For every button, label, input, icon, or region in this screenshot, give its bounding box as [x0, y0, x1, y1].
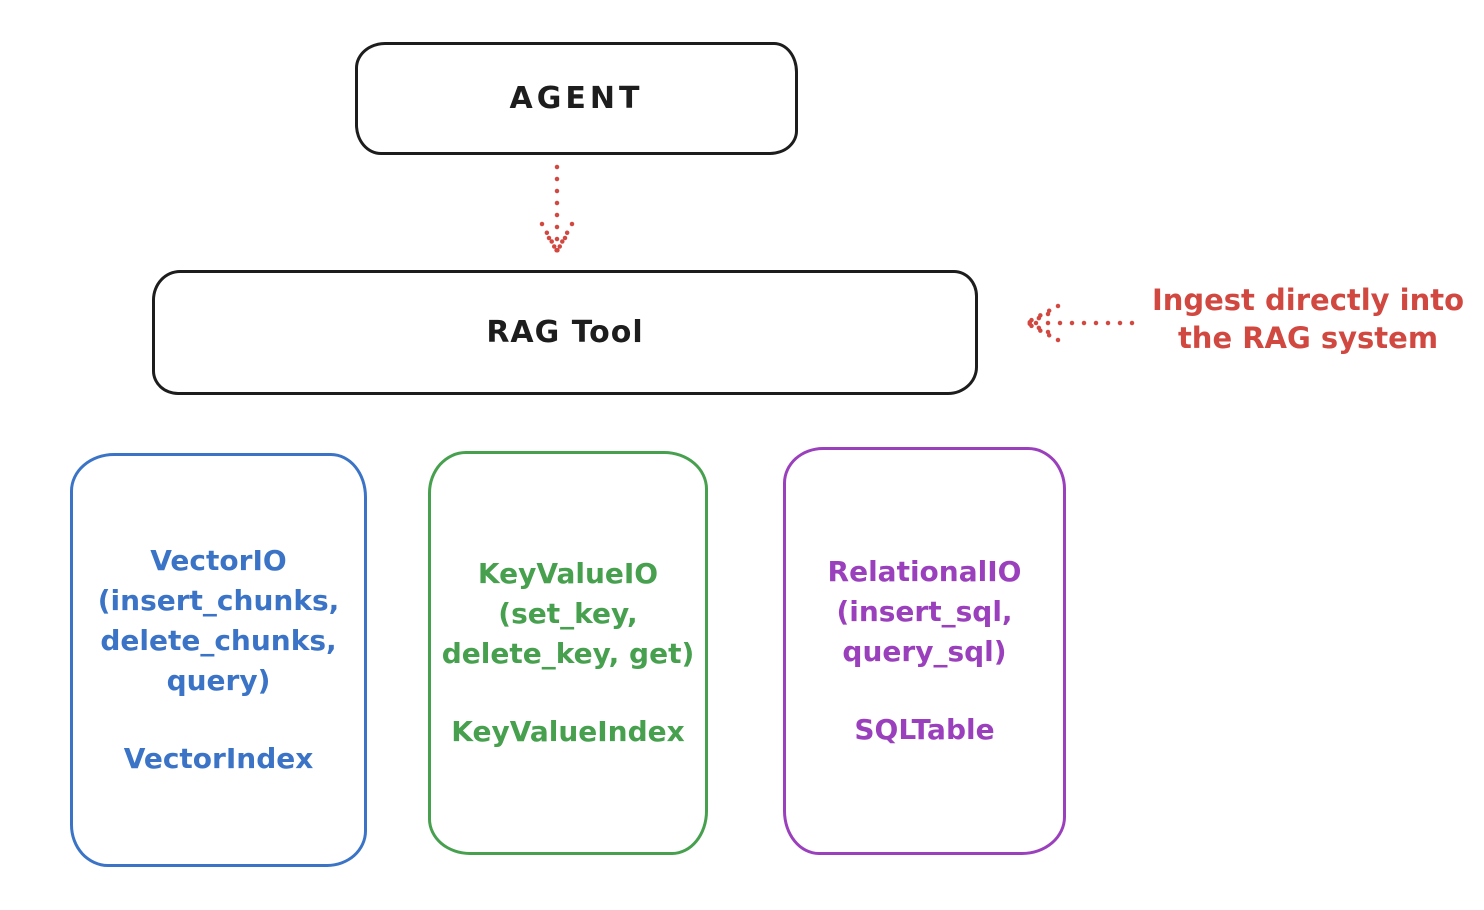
vector-io-title: VectorIO	[150, 544, 287, 577]
agent-box: AGENT	[355, 42, 798, 155]
vector-io-box: VectorIO (insert_chunks, delete_chunks, …	[70, 453, 367, 867]
agent-to-rag-arrow-head	[539, 221, 575, 254]
keyvalue-io-method-line: delete_key, get)	[441, 637, 695, 670]
agent-label: AGENT	[509, 81, 644, 116]
ingest-arrow-head-inner	[1025, 311, 1051, 335]
keyvalue-io-box: KeyValueIO (set_key, delete_key, get) Ke…	[428, 451, 708, 855]
rag-tool-label: RAG Tool	[486, 315, 644, 350]
relational-io-title: RelationalIO	[827, 555, 1022, 588]
rag-tool-box: RAG Tool	[152, 270, 978, 395]
vector-index-label: VectorIndex	[123, 742, 314, 775]
ingest-arrow	[1023, 303, 1135, 343]
ingest-annotation: Ingest directly into the RAG system	[1138, 281, 1478, 357]
ingest-annotation-line-1: Ingest directly into	[1151, 283, 1465, 317]
ingest-annotation-line-2: the RAG system	[1177, 321, 1439, 355]
keyvalue-index-label: KeyValueIndex	[451, 715, 685, 748]
vector-io-method-line: (insert_chunks,	[97, 584, 340, 617]
sql-table-label: SQLTable	[854, 713, 995, 746]
agent-to-rag-arrow-head-inner	[546, 235, 568, 254]
keyvalue-io-method-line: (set_key,	[498, 597, 638, 630]
vector-io-method-line: delete_chunks,	[100, 624, 337, 657]
ingest-arrow-head	[1023, 303, 1061, 343]
agent-to-rag-arrow	[539, 164, 575, 254]
relational-io-method-line: (insert_sql,	[836, 595, 1013, 628]
relational-io-method-line: query_sql)	[842, 635, 1007, 668]
vector-io-method-line: query)	[166, 664, 271, 697]
keyvalue-io-title: KeyValueIO	[477, 557, 659, 590]
relational-io-box: RelationalIO (insert_sql, query_sql) SQL…	[783, 447, 1066, 855]
